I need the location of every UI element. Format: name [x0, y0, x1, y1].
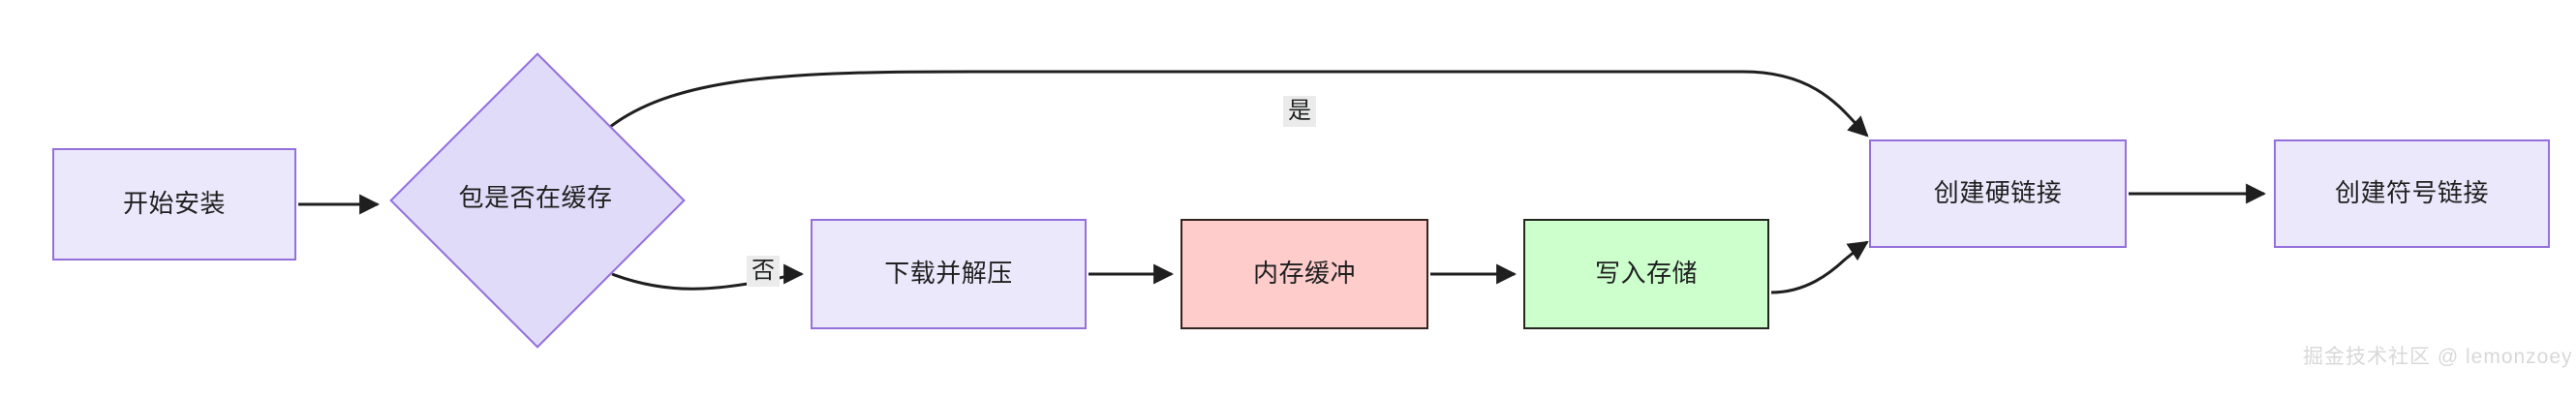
- node-symlink-label: 创建符号链接: [2334, 178, 2489, 208]
- watermark: 掘金技术社区 @ lemonzoey: [2303, 346, 2573, 368]
- edge-label-yes: 是: [1283, 96, 1316, 127]
- node-download-label: 下载并解压: [884, 259, 1013, 289]
- node-start-label: 开始安装: [122, 189, 226, 219]
- edge-label-no: 否: [747, 256, 780, 287]
- node-symlink[interactable]: 创建符号链接: [2274, 139, 2550, 248]
- node-hard-link[interactable]: 创建硬链接: [1869, 139, 2127, 248]
- node-memory-buffer-label: 内存缓冲: [1252, 259, 1356, 289]
- node-write-storage-label: 写入存储: [1594, 259, 1698, 289]
- node-cache-decision-label: 包是否在缓存: [458, 183, 613, 213]
- node-download[interactable]: 下载并解压: [811, 219, 1087, 329]
- node-start[interactable]: 开始安装: [52, 148, 296, 261]
- edge-writestorage-to-hardlink: [1770, 240, 1869, 294]
- node-cache-decision[interactable]: 包是否在缓存: [389, 52, 686, 349]
- node-hard-link-label: 创建硬链接: [1933, 178, 2063, 208]
- node-memory-buffer[interactable]: 内存缓冲: [1181, 219, 1428, 329]
- node-write-storage[interactable]: 写入存储: [1523, 219, 1769, 329]
- edge-decision-to-hardlink-yes: [609, 70, 1869, 138]
